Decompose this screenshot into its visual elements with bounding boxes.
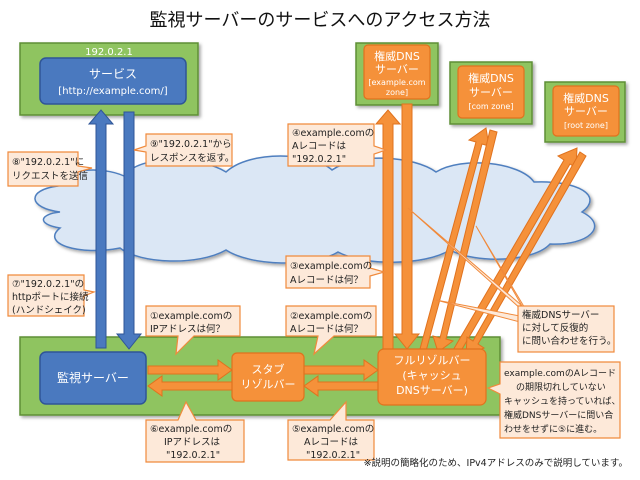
callout-cache-line-4: 権威DNSサーバーに問い合 bbox=[504, 409, 613, 421]
callout-iterative-line-1: 権威DNSサーバー bbox=[522, 309, 599, 321]
callout-6-line-2: IPアドレスは bbox=[164, 437, 221, 448]
callout-3-line-2: Aレコードは何？ bbox=[290, 274, 363, 286]
callout-cache: example.comのAレコード の期限切れしていない キャッシュを持っていれ… bbox=[486, 361, 621, 439]
arrow-answer-example-dns bbox=[393, 103, 421, 350]
callout-7-line-3: (ハンドシェイク) bbox=[12, 305, 86, 316]
arrow-query-com-dns bbox=[419, 127, 490, 352]
arrow-request-to-service bbox=[87, 109, 115, 349]
callout-2: ②example.comの Aレコードは何？ bbox=[285, 305, 377, 356]
dns-server-com-label-1: 権威DNS bbox=[468, 71, 514, 85]
callout-iterative: 権威DNSサーバー に対して反復的 に問い合わせを行う。 bbox=[407, 207, 616, 353]
callout-4-line-1: ④example.comの bbox=[292, 128, 374, 139]
dns-server-com-label-2: サーバー bbox=[469, 86, 513, 99]
callout-1-line-2: IPアドレスは何？ bbox=[150, 323, 225, 335]
arrow-5-full-to-stub bbox=[303, 375, 379, 397]
dns-server-example bbox=[363, 44, 431, 100]
callout-iterative-line-3: に問い合わせを行う。 bbox=[522, 335, 616, 347]
dns-server-root-label-2: サーバー bbox=[564, 105, 608, 118]
stub-resolver-box bbox=[231, 352, 305, 402]
callout-7-line-1: ⑦"192.0.2.1"の bbox=[12, 279, 84, 290]
callout-9-line-2: レスポンスを返す。 bbox=[150, 152, 234, 164]
callout-cache-line-3: キャッシュを持っていれば、 bbox=[504, 395, 621, 407]
callout-8: ⑧"192.0.2.1"に リクエストを送信 bbox=[7, 151, 93, 187]
stub-resolver-label-1: スタブ bbox=[252, 362, 285, 376]
arrow-2-stub-to-full bbox=[303, 359, 379, 381]
arrow-response-to-monitor bbox=[115, 111, 143, 350]
dns-server-com-zone: [com zone] bbox=[469, 102, 514, 111]
callout-cache-line-5: わせをせずに⑤に進む。 bbox=[504, 423, 602, 435]
callout-1-line-1: ①example.comの bbox=[150, 311, 232, 322]
service-box bbox=[39, 57, 187, 105]
arrow-answer-com-dns bbox=[432, 129, 498, 353]
service-host-ip: 192.0.2.1 bbox=[85, 47, 133, 58]
callout-8-line-1: ⑧"192.0.2.1"に bbox=[12, 157, 84, 168]
full-resolver-label-2: (キャッシュ bbox=[402, 369, 461, 382]
callout-5: ⑤example.comの Aレコードは "192.0.2.1" bbox=[287, 400, 375, 461]
callout-8-line-2: リクエストを送信 bbox=[12, 170, 88, 182]
callout-9-line-1: ⑨"192.0.2.1"から bbox=[150, 139, 232, 150]
monitor-server-label: 監視サーバー bbox=[57, 370, 129, 385]
callout-1: ①example.comの IPアドレスは何？ bbox=[145, 305, 241, 356]
dns-server-example-zone-2: zone] bbox=[386, 88, 408, 97]
callout-iterative-line-2: に対して反復的 bbox=[522, 322, 588, 334]
arrow-1-monitor-to-stub bbox=[147, 359, 233, 381]
callout-6-line-3: "192.0.2.1" bbox=[166, 450, 220, 461]
footnote: ※説明の簡略化のため、IPv4アドレスのみで説明しています。 bbox=[364, 457, 628, 469]
diagram-title: 監視サーバーのサービスへのアクセス方法 bbox=[150, 10, 491, 31]
arrow-6-stub-to-monitor bbox=[147, 375, 233, 397]
callout-3: ③example.comの Aレコードは何？ bbox=[285, 255, 387, 289]
dns-server-root-zone: [root zone] bbox=[564, 121, 608, 130]
callout-4: ④example.comの Aレコードは "192.0.2.1" bbox=[287, 123, 388, 167]
callout-5-line-2: Aレコードは bbox=[304, 437, 358, 448]
callout-4-line-3: "192.0.2.1" bbox=[292, 154, 346, 165]
monitor-server-box bbox=[39, 351, 147, 405]
callout-5-line-3: "192.0.2.1" bbox=[306, 450, 360, 461]
callout-7: ⑦"192.0.2.1"の httpポートに接続 (ハンドシェイク) bbox=[7, 274, 97, 317]
callout-5-line-1: ⑤example.comの bbox=[292, 424, 374, 435]
full-resolver-label-1: フルリゾルバー bbox=[394, 354, 471, 367]
full-resolver-label-3: DNSサーバー) bbox=[396, 384, 468, 397]
dns-server-example-label-2: サーバー bbox=[375, 63, 419, 76]
callout-3-line-1: ③example.comの bbox=[290, 261, 372, 272]
arrow-query-example-dns bbox=[374, 109, 402, 353]
dns-server-root-label-1: 権威DNS bbox=[563, 91, 609, 105]
callout-cache-line-2: の期限切れしていない bbox=[516, 382, 606, 393]
callout-2-line-1: ②example.comの bbox=[290, 311, 372, 322]
stub-resolver-label-2: リゾルバー bbox=[241, 378, 296, 391]
callout-9: ⑨"192.0.2.1"から レスポンスを返す。 bbox=[133, 133, 234, 167]
callout-6: ⑥example.comの IPアドレスは "192.0.2.1" bbox=[145, 400, 245, 463]
dns-server-root bbox=[552, 85, 620, 137]
callout-7-line-2: httpポートに接続 bbox=[12, 291, 89, 303]
dns-server-com bbox=[457, 65, 525, 119]
full-resolver-box bbox=[377, 348, 487, 406]
dns-server-example-zone-1: [example.com bbox=[368, 78, 425, 87]
callout-4-line-2: Aレコードは bbox=[292, 141, 346, 152]
service-name: サービス bbox=[89, 67, 137, 81]
callout-6-line-1: ⑥example.comの bbox=[150, 424, 232, 435]
service-url: [http://example.com/] bbox=[58, 86, 167, 97]
callout-2-line-2: Aレコードは何？ bbox=[290, 323, 363, 335]
internet-cloud bbox=[34, 155, 596, 264]
dns-server-example-label-1: 権威DNS bbox=[374, 49, 420, 63]
callout-cache-line-1: example.comのAレコード bbox=[504, 369, 616, 379]
